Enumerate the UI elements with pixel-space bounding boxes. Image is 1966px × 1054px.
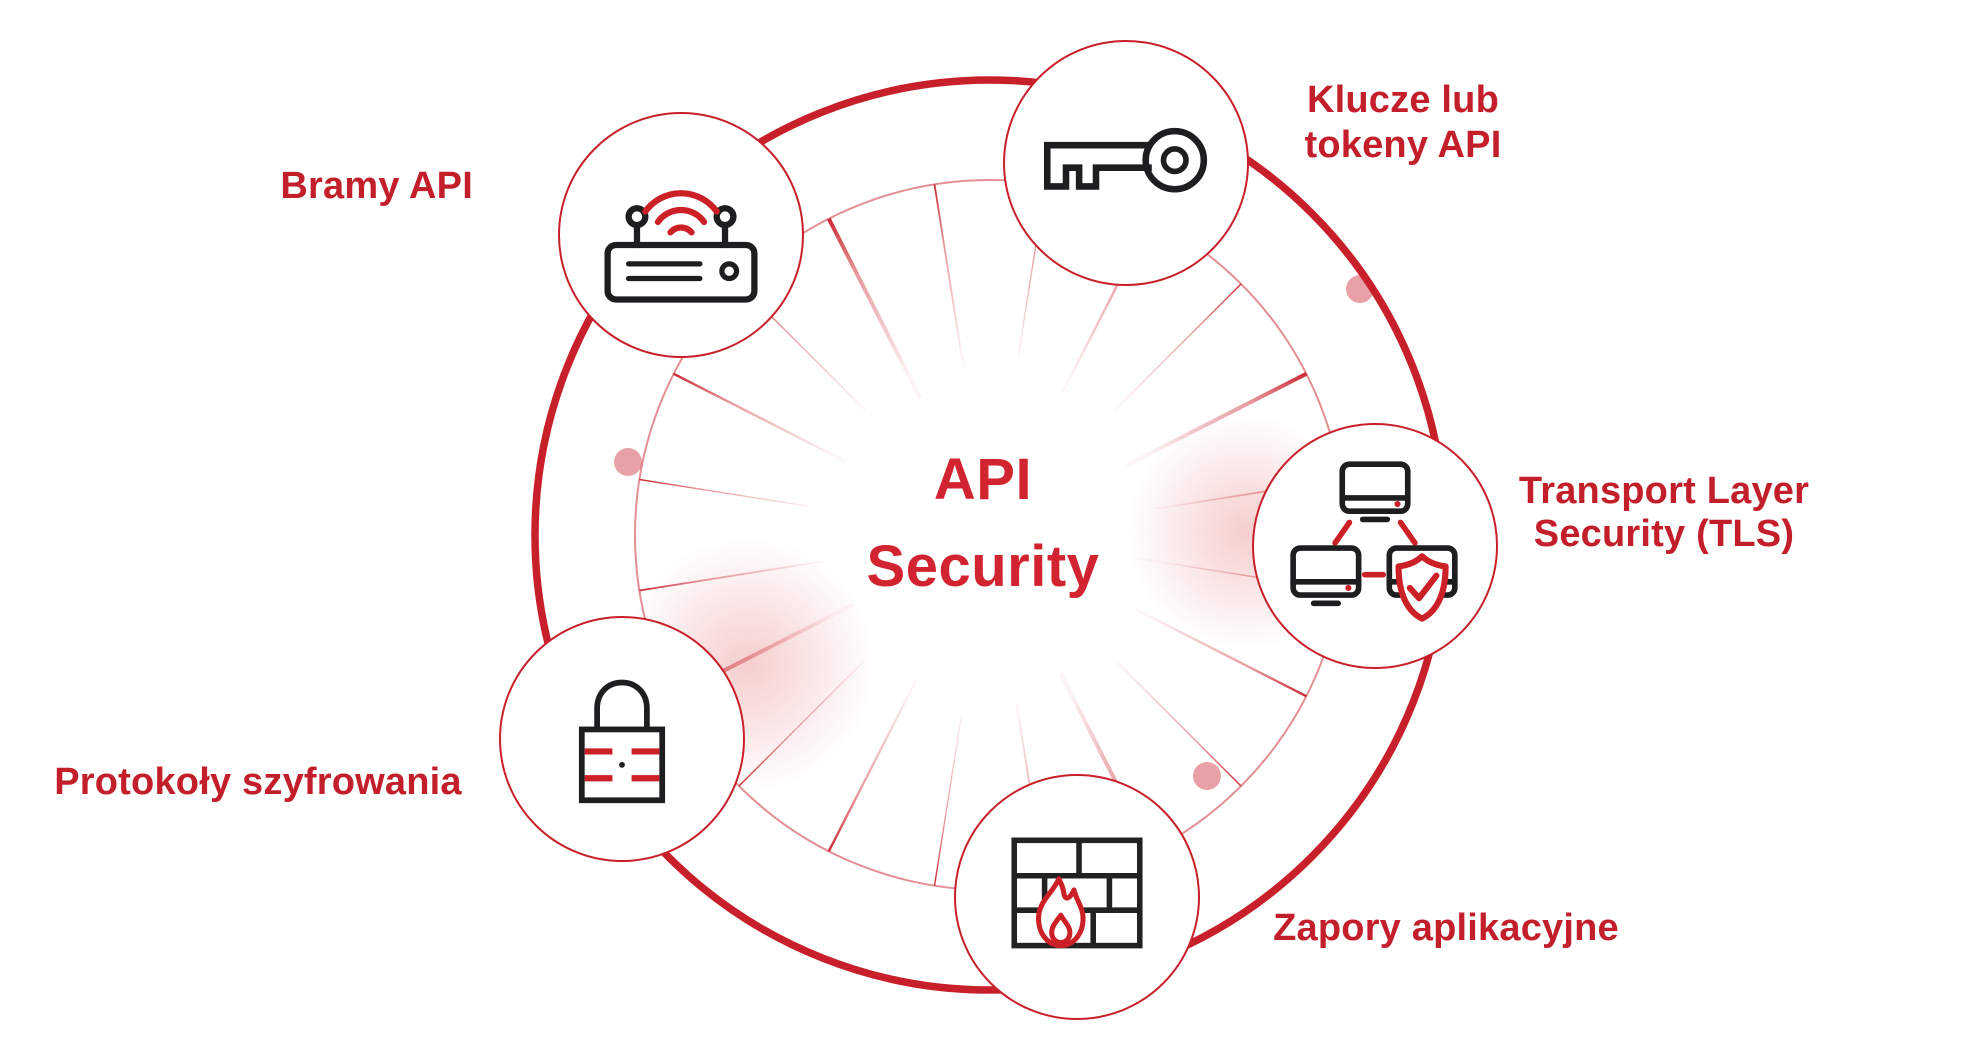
node-tls [1252, 423, 1498, 669]
firewall-icon [1011, 837, 1143, 949]
node-bramy-api [558, 112, 804, 358]
accent-dot [1346, 275, 1374, 303]
accent-dot [614, 448, 642, 476]
label-klucze-tokeny: Klucze lub tokeny API [1304, 79, 1502, 166]
node-zapory [954, 774, 1200, 1020]
title-line-1: API [933, 447, 1033, 512]
label-protokoly: Protokoły szyfrowania [54, 761, 462, 803]
node-klucze-tokeny [1003, 40, 1249, 286]
title-line-2: Security [866, 534, 1100, 599]
router-icon [604, 190, 758, 303]
label-tls: Transport Layer Security (TLS) [1518, 470, 1810, 555]
lock-icon [578, 679, 666, 804]
label-zapory: Zapory aplikacyjne [1273, 907, 1619, 949]
label-bramy-api: Bramy API [280, 165, 473, 207]
key-icon [1043, 127, 1208, 193]
node-protokoly [499, 616, 745, 862]
accent-dot [1193, 762, 1221, 790]
center-title: API Security [733, 436, 1233, 610]
devices-shield-icon [1290, 461, 1458, 622]
